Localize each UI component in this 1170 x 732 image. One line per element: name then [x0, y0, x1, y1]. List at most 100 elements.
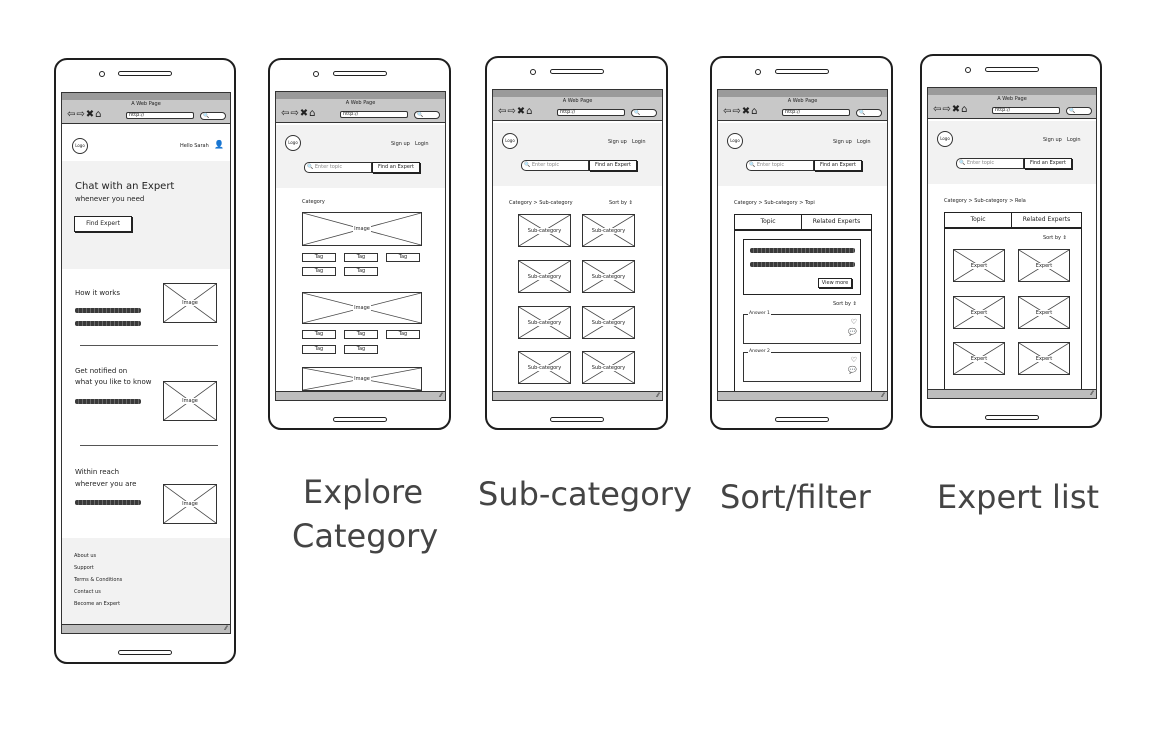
- expert-tile[interactable]: Expert: [1018, 296, 1070, 329]
- sort-by-control[interactable]: Sort by ⇕: [609, 200, 633, 206]
- breadcrumb[interactable]: Category > Sub-category: [509, 200, 573, 206]
- login-link[interactable]: Login: [1067, 137, 1081, 143]
- url-input[interactable]: http://: [126, 112, 194, 119]
- tag-chip[interactable]: Tag: [386, 253, 420, 262]
- browser-nav-icons[interactable]: ⇦⇨✖⌂: [67, 109, 103, 120]
- find-an-expert-button[interactable]: Find an Expert: [589, 160, 637, 171]
- topic-search-input[interactable]: 🔍 Enter topic: [746, 160, 814, 171]
- subcategory-tile[interactable]: Sub-category: [518, 260, 571, 293]
- screen-expertlist: A Web Page ⇦⇨✖⌂ http:// 🔍 Logo Sign up L…: [927, 87, 1097, 399]
- tab-related-experts[interactable]: Related Experts: [812, 218, 861, 225]
- status-bar: [718, 90, 887, 97]
- subcategory-tile[interactable]: Sub-category: [518, 351, 571, 384]
- tab-topic[interactable]: Topic: [970, 216, 986, 223]
- sort-by-control[interactable]: Sort by ⇕: [1043, 235, 1067, 241]
- find-an-expert-button[interactable]: Find an Expert: [372, 162, 420, 173]
- browser-search-input[interactable]: 🔍: [631, 109, 657, 117]
- topic-search-input[interactable]: 🔍 Enter topic: [956, 158, 1024, 169]
- topic-search-input[interactable]: 🔍 Enter topic: [521, 160, 589, 171]
- topic-search-input[interactable]: 🔍 Enter topic: [304, 162, 372, 173]
- image-placeholder: Image: [163, 283, 217, 323]
- footer-link-about[interactable]: About us: [74, 553, 97, 559]
- user-icon[interactable]: 👤: [214, 140, 224, 149]
- expert-tile[interactable]: Expert: [1018, 249, 1070, 282]
- url-input[interactable]: http://: [557, 109, 625, 116]
- tag-chip[interactable]: Tag: [344, 267, 378, 276]
- view-more-button[interactable]: View more: [818, 278, 852, 288]
- speaker-icon: [775, 69, 829, 74]
- subcategory-tile[interactable]: Sub-category: [582, 306, 635, 339]
- search-placeholder: Enter topic: [314, 164, 343, 170]
- home-button[interactable]: [550, 417, 604, 422]
- browser-nav-icons[interactable]: ⇦⇨✖⌂: [723, 106, 759, 117]
- footer-link-become-expert[interactable]: Become an Expert: [74, 601, 121, 607]
- expert-tile[interactable]: Expert: [1018, 342, 1070, 375]
- browser-search-input[interactable]: 🔍: [414, 111, 440, 119]
- breadcrumb[interactable]: Category > Sub-category > Rela: [944, 198, 1026, 204]
- footer-link-support[interactable]: Support: [74, 565, 94, 571]
- tile-label: Sub-category: [526, 364, 563, 371]
- expert-tile[interactable]: Expert: [953, 342, 1005, 375]
- logo[interactable]: Logo: [502, 133, 518, 149]
- login-link[interactable]: Login: [632, 139, 646, 145]
- home-button[interactable]: [118, 650, 172, 655]
- logo[interactable]: Logo: [727, 133, 743, 149]
- expert-tile[interactable]: Expert: [953, 296, 1005, 329]
- browser-nav-icons[interactable]: ⇦⇨✖⌂: [281, 108, 317, 119]
- sort-label: Sort by: [1043, 235, 1061, 241]
- login-link[interactable]: Login: [415, 141, 429, 147]
- tab-topic[interactable]: Topic: [760, 218, 776, 225]
- url-input[interactable]: http://: [992, 107, 1060, 114]
- footer-link-terms[interactable]: Terms & Conditions: [74, 577, 123, 583]
- url-input[interactable]: http://: [340, 111, 408, 118]
- tag-chip[interactable]: Tag: [302, 330, 336, 339]
- home-button[interactable]: [985, 415, 1039, 420]
- sign-up-link[interactable]: Sign up: [1043, 137, 1062, 143]
- expert-tile[interactable]: Expert: [953, 249, 1005, 282]
- image-label: Image: [181, 300, 199, 306]
- subcategory-tile[interactable]: Sub-category: [582, 351, 635, 384]
- login-link[interactable]: Login: [857, 139, 871, 145]
- tag-chip[interactable]: Tag: [344, 253, 378, 262]
- tag-chip[interactable]: Tag: [344, 345, 378, 354]
- tile-label: Expert: [1034, 262, 1054, 269]
- comment-icon[interactable]: 💬: [848, 328, 857, 336]
- page-title: A Web Page: [131, 101, 161, 107]
- subcategory-tile[interactable]: Sub-category: [518, 306, 571, 339]
- phone-subcategory: A Web Page ⇦⇨✖⌂ http:// 🔍 Logo Sign up L…: [485, 56, 668, 430]
- sign-up-link[interactable]: Sign up: [608, 139, 627, 145]
- tag-chip[interactable]: Tag: [344, 330, 378, 339]
- tag-chip[interactable]: Tag: [302, 253, 336, 262]
- tag-chip[interactable]: Tag: [302, 345, 336, 354]
- logo[interactable]: Logo: [285, 135, 301, 151]
- logo[interactable]: Logo: [72, 138, 88, 154]
- browser-nav-icons[interactable]: ⇦⇨✖⌂: [933, 104, 969, 115]
- answer-legend: Answer 1: [748, 311, 771, 316]
- tab-related-experts[interactable]: Related Experts: [1022, 216, 1071, 223]
- comment-icon[interactable]: 💬: [848, 366, 857, 374]
- sort-by-control[interactable]: Sort by ⇕: [833, 301, 857, 307]
- logo[interactable]: Logo: [937, 131, 953, 147]
- subcategory-tile[interactable]: Sub-category: [518, 214, 571, 247]
- find-an-expert-button[interactable]: Find an Expert: [1024, 158, 1072, 169]
- home-button[interactable]: [333, 417, 387, 422]
- browser-search-input[interactable]: 🔍: [1066, 107, 1092, 115]
- url-input[interactable]: http://: [782, 109, 850, 116]
- sign-up-link[interactable]: Sign up: [833, 139, 852, 145]
- heart-icon[interactable]: ♡: [850, 356, 857, 364]
- find-expert-button[interactable]: Find Expert: [74, 216, 132, 232]
- browser-search-input[interactable]: 🔍: [856, 109, 882, 117]
- breadcrumb[interactable]: Category > Sub-category > Topi: [734, 200, 815, 206]
- sign-up-link[interactable]: Sign up: [391, 141, 410, 147]
- subcategory-tile[interactable]: Sub-category: [582, 260, 635, 293]
- subcategory-tile[interactable]: Sub-category: [582, 214, 635, 247]
- browser-search-input[interactable]: 🔍: [200, 112, 226, 120]
- heart-icon[interactable]: ♡: [850, 318, 857, 326]
- footer-link-contact[interactable]: Contact us: [74, 589, 101, 595]
- browser-nav-icons[interactable]: ⇦⇨✖⌂: [498, 106, 534, 117]
- tag-chip[interactable]: Tag: [386, 330, 420, 339]
- find-an-expert-button[interactable]: Find an Expert: [814, 160, 862, 171]
- page-title: A Web Page: [562, 98, 593, 104]
- home-button[interactable]: [775, 417, 829, 422]
- tag-chip[interactable]: Tag: [302, 267, 336, 276]
